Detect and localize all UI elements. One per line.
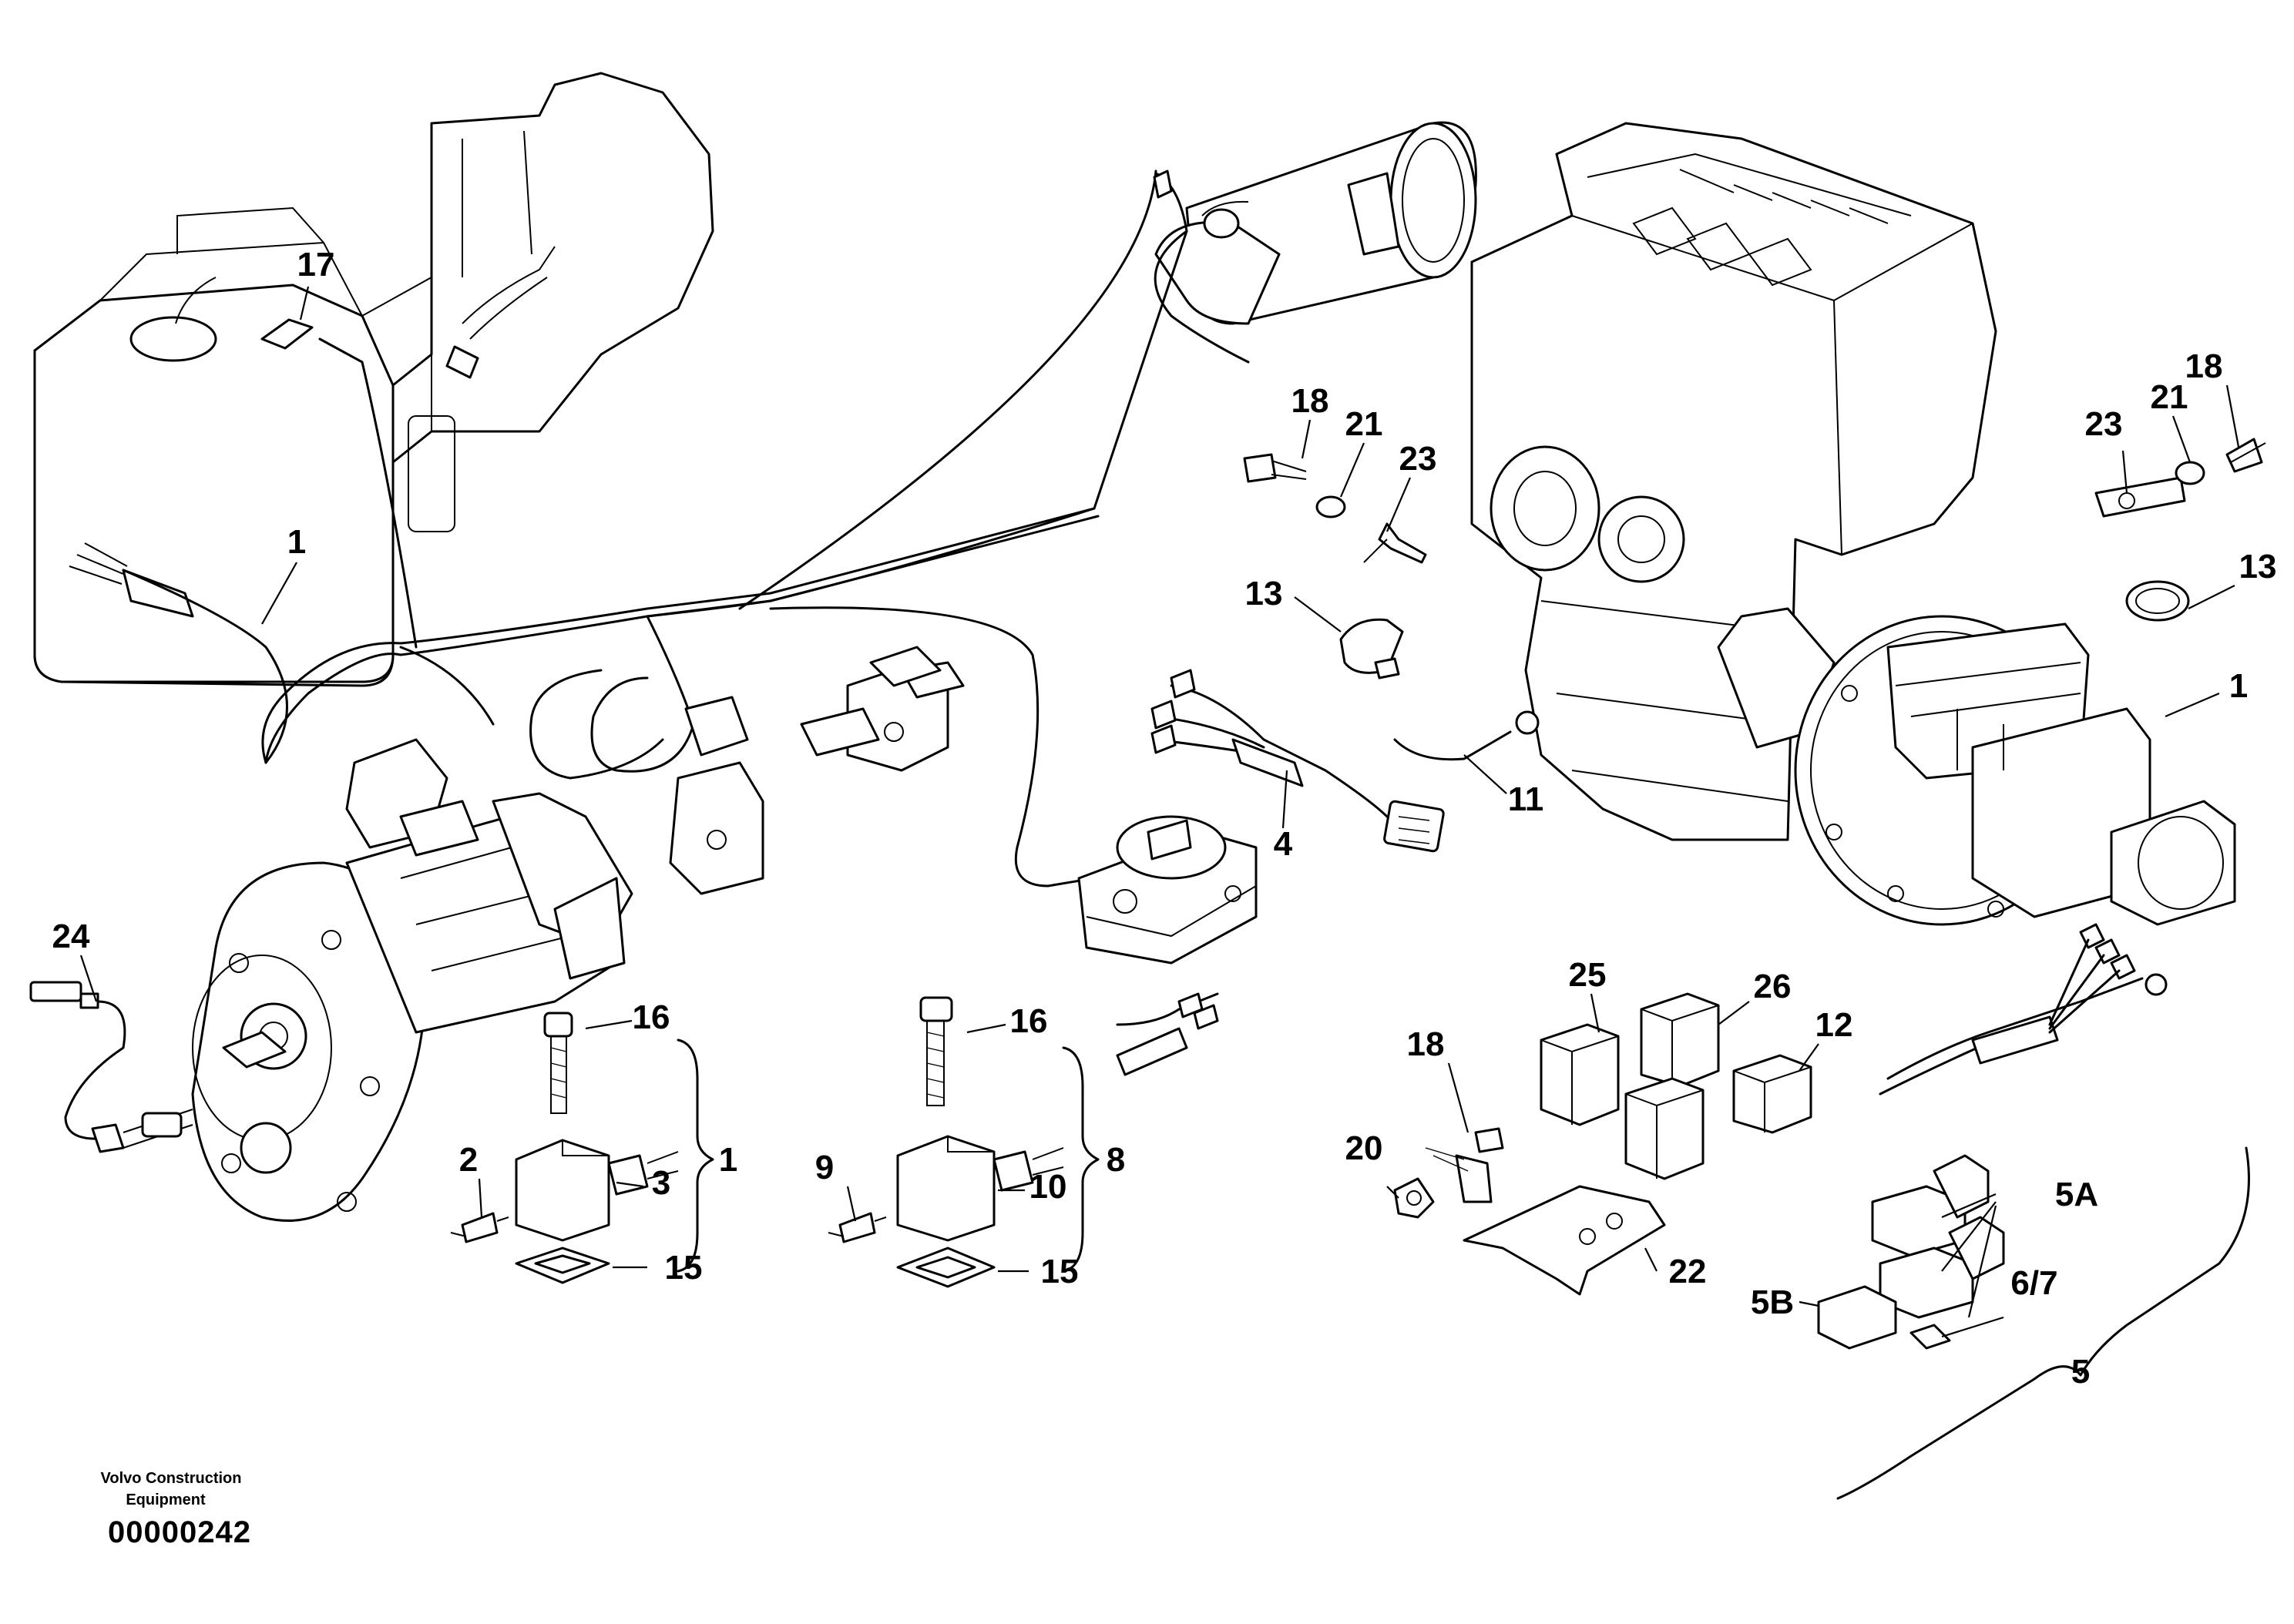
drawing-footer: Volvo Construction Equipment 00000242 [101, 1470, 251, 1549]
callout-16-a: 16 [633, 998, 670, 1036]
callout-4: 4 [1274, 825, 1293, 863]
brand-line-1: Volvo Construction [101, 1470, 242, 1487]
callout-17: 17 [297, 246, 335, 284]
callout-6-7: 6/7 [2010, 1264, 2057, 1302]
callout-21-top: 21 [1345, 405, 1383, 443]
callout-2: 2 [459, 1141, 478, 1179]
mount-fasteners-top-illustration [1243, 453, 1427, 679]
drawing-number: 00000242 [108, 1515, 251, 1549]
pump-harness-illustration [1879, 923, 2168, 1096]
callout-5: 5 [2071, 1353, 2090, 1391]
callout-3: 3 [652, 1164, 670, 1202]
callout-5A: 5A [2055, 1176, 2098, 1213]
callout-labels: 17 1 18 21 23 13 4 11 23 21 18 13 1 24 1… [52, 246, 2277, 1391]
callout-1-bracket: 1 [719, 1141, 737, 1179]
callout-13-left: 13 [1245, 575, 1283, 612]
callout-26: 26 [1754, 968, 1792, 1005]
callout-23-top: 23 [1399, 440, 1437, 478]
solenoid-kit-8-illustration [828, 992, 1219, 1288]
callout-22: 22 [1669, 1253, 1707, 1290]
wiring-harness-illustration [69, 169, 1188, 887]
callout-18-relay: 18 [1407, 1025, 1445, 1063]
hydraulic-pump-illustration [191, 738, 633, 1222]
ground-cable-11-illustration [1393, 710, 1540, 761]
callout-1-tank: 1 [287, 523, 306, 561]
relay-bracket-illustration [1393, 992, 1812, 1296]
callout-5B: 5B [1751, 1283, 1794, 1321]
callout-20: 20 [1345, 1129, 1383, 1167]
callout-21-right: 21 [2151, 378, 2188, 416]
callout-16-b: 16 [1010, 1002, 1048, 1040]
group-braces [677, 1038, 2250, 1500]
engine-assembly-illustration [1470, 122, 2236, 926]
master-switch-illustration [1077, 815, 1258, 965]
callout-18-right: 18 [2185, 347, 2223, 385]
speed-sensor-illustration [29, 981, 193, 1153]
solenoid-valve-block-illustration [669, 646, 965, 895]
leader-lines [79, 286, 2240, 1338]
callout-8: 8 [1107, 1141, 1125, 1179]
harness-4-illustration [1150, 669, 1445, 853]
callout-10: 10 [1029, 1168, 1067, 1206]
callout-24: 24 [52, 918, 90, 955]
callout-9: 9 [815, 1149, 834, 1186]
brand-line-2: Equipment [126, 1491, 206, 1508]
callout-12: 12 [1815, 1006, 1853, 1044]
fuel-tank-illustration [33, 72, 714, 687]
air-filter-illustration [1154, 121, 1477, 364]
callout-23-right: 23 [2085, 405, 2123, 443]
callout-15-a: 15 [665, 1249, 703, 1287]
callout-11: 11 [1508, 780, 1544, 818]
callout-13-right: 13 [2239, 548, 2277, 586]
fuse-holder-illustration [1817, 1154, 2005, 1350]
mount-fasteners-right-illustration [2094, 438, 2266, 622]
solenoid-kit-1-illustration [450, 1012, 679, 1284]
callout-25: 25 [1569, 956, 1607, 994]
callout-15-b: 15 [1041, 1253, 1079, 1290]
callout-1-pump: 1 [2229, 667, 2248, 705]
callout-18-top: 18 [1291, 382, 1329, 420]
